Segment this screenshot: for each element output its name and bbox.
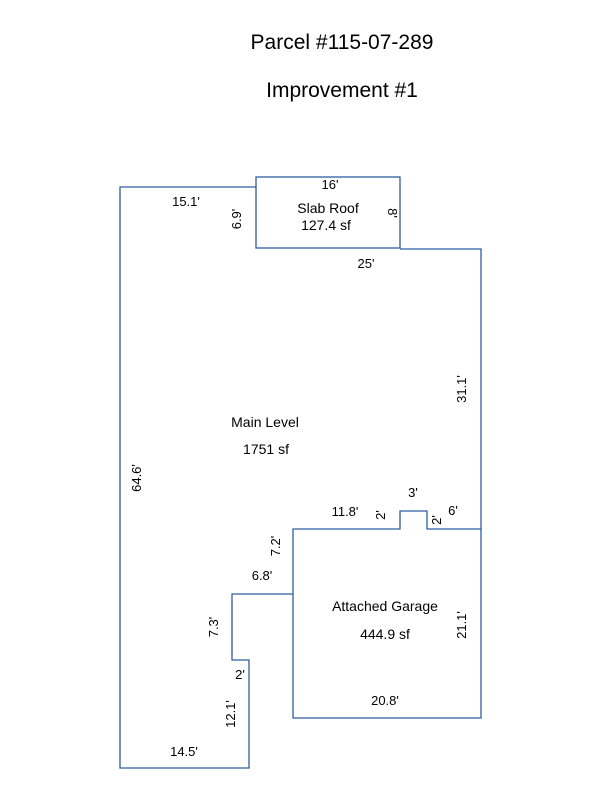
dim-main-right-upper: 31.1' (454, 375, 469, 403)
garage-label: Attached Garage (332, 598, 438, 614)
slab-roof-area: 127.4 sf (301, 217, 351, 233)
dim-notch-left: 2' (373, 510, 388, 520)
garage-area: 444.9 sf (360, 626, 410, 642)
parcel-title: Parcel #115-07-289 (250, 31, 434, 54)
dim-garage-top-left: 11.8' (332, 504, 359, 519)
dim-garage-right: 21.1' (454, 611, 469, 639)
dim-slab-right: 8' (385, 208, 400, 218)
improvement-title: Improvement #1 (266, 79, 418, 102)
dim-jog-top: 6.8' (252, 568, 273, 583)
dim-garage-top-right: 6' (448, 503, 458, 518)
dim-main-top-right: 25' (358, 256, 375, 271)
slab-roof-label: Slab Roof (297, 200, 359, 216)
dim-main-top-left: 15.1' (172, 194, 200, 209)
dim-slab-top: 16' (322, 177, 339, 192)
main-level-area: 1751 sf (243, 441, 289, 457)
slab-roof-outline (255, 176, 401, 249)
dim-bottom: 14.5' (170, 744, 198, 759)
dim-garage-bottom: 20.8' (371, 693, 399, 708)
dim-step-left: 12.1' (223, 700, 238, 728)
dim-step-width: 2' (235, 667, 245, 682)
dim-slab-left: 6.9' (229, 209, 244, 230)
main-level-label: Main Level (231, 414, 299, 430)
main-level-outline (119, 186, 482, 769)
dim-garage-left-upper: 7.2' (268, 536, 283, 557)
dim-notch-width: 3' (408, 485, 418, 500)
dim-jog-left: 7.3' (206, 617, 221, 638)
garage-outline (292, 529, 482, 719)
dim-main-left: 64.6' (129, 464, 144, 492)
dim-notch-right: 2' (429, 515, 444, 525)
